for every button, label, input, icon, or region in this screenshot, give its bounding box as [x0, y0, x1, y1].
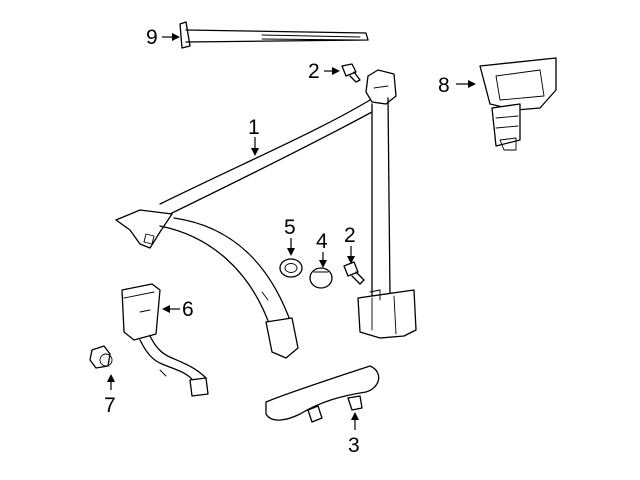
part-1-seat-belt [115, 69, 417, 359]
callout-2-upper-label: 2 [308, 60, 320, 83]
callout-4-label: 4 [316, 230, 328, 253]
callout-9: 9 [146, 26, 180, 49]
callout-7-label: 7 [104, 394, 116, 417]
part-3-cable [265, 365, 380, 423]
part-7-sensor [89, 345, 113, 369]
callout-1: 1 [248, 116, 260, 156]
callout-2-lower-label: 2 [344, 224, 356, 247]
part-6-buckle [121, 283, 209, 397]
callout-3-label: 3 [348, 434, 360, 457]
part-5-grommet [279, 258, 303, 278]
callout-8-label: 8 [438, 74, 450, 97]
callout-2-upper: 2 [308, 60, 340, 83]
callout-4: 4 [316, 230, 328, 268]
callout-7: 7 [104, 374, 116, 417]
callout-8: 8 [438, 74, 476, 97]
callout-5: 5 [284, 216, 296, 256]
part-2-bolt-upper [341, 63, 361, 83]
callout-9-label: 9 [146, 26, 158, 49]
callout-2-lower: 2 [344, 224, 356, 264]
part-8-motor [479, 57, 557, 151]
part-4-cap [309, 267, 333, 289]
callout-3: 3 [348, 412, 360, 457]
callout-1-label: 1 [248, 116, 260, 139]
callout-5-label: 5 [284, 216, 296, 239]
part-9-trim-rod [179, 21, 369, 49]
callout-6: 6 [162, 298, 194, 321]
part-2-bolt-lower [343, 261, 365, 285]
callout-6-label: 6 [182, 298, 194, 321]
